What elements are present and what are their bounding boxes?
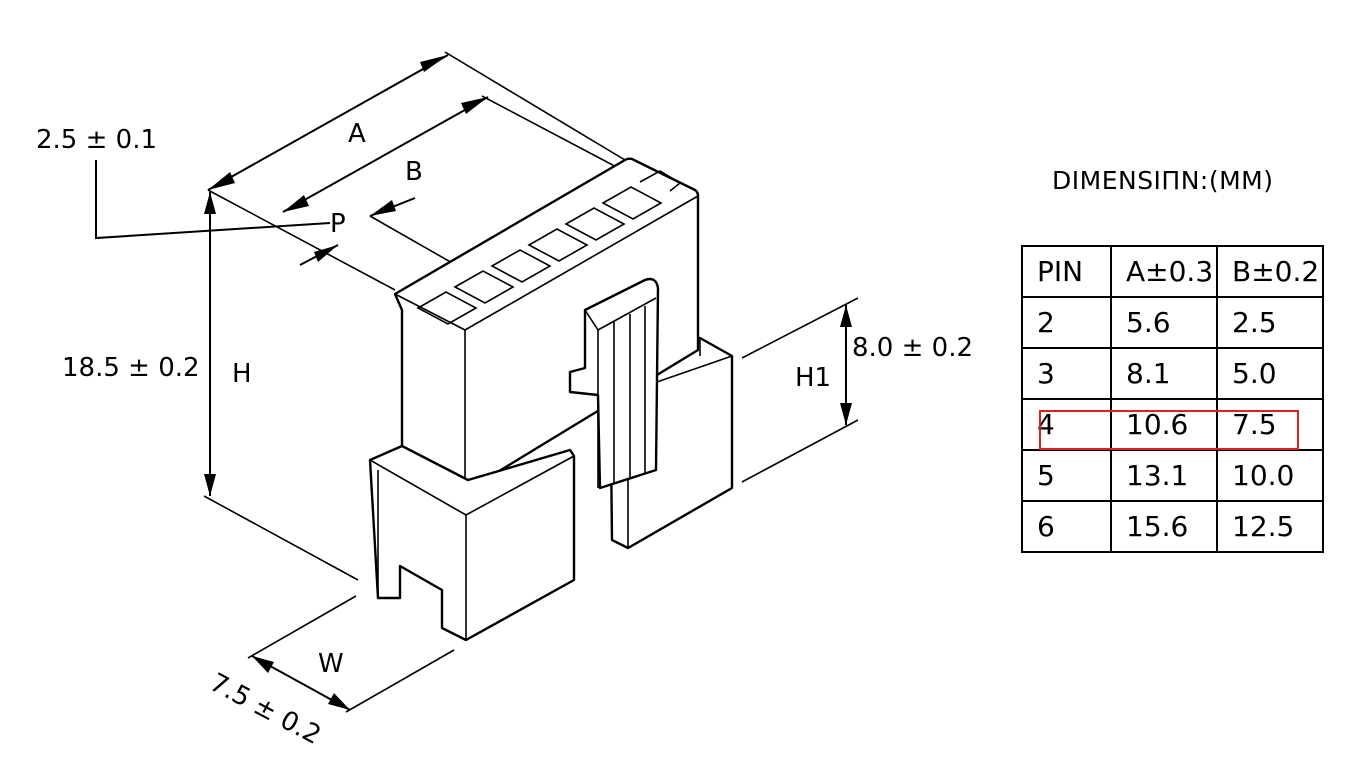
label-h1: H1: [795, 363, 831, 393]
label-w: W: [318, 649, 344, 679]
table-header-row: PIN A±0.3 B±0.2: [1021, 245, 1324, 298]
pin-cavities: [416, 170, 682, 325]
cell-pin: 6: [1021, 500, 1112, 553]
cell-pin: 2: [1021, 296, 1112, 349]
table-row: 5 13.1 10.0: [1021, 449, 1324, 502]
cell-b: 5.0: [1216, 347, 1324, 400]
cell-b: 7.5: [1216, 398, 1324, 451]
dimension-h: [203, 192, 359, 581]
cell-b: 2.5: [1216, 296, 1324, 349]
connector-body: [368, 157, 734, 642]
label-p: P: [330, 209, 346, 239]
cell-pin: 5: [1021, 449, 1112, 502]
table-row: 3 8.1 5.0: [1021, 347, 1324, 400]
cell-b: 12.5: [1216, 500, 1324, 553]
cell-b: 10.0: [1216, 449, 1324, 502]
dimension-b: [282, 95, 661, 213]
header-b: B±0.2: [1216, 245, 1324, 298]
label-h: H: [232, 359, 252, 389]
cell-a: 5.6: [1110, 296, 1218, 349]
dimension-w: [247, 595, 455, 713]
h1-dimension-label: 8.0 ± 0.2: [852, 333, 973, 363]
table-row: 2 5.6 2.5: [1021, 296, 1324, 349]
header-pin: PIN: [1021, 245, 1112, 298]
dimension-h1: [741, 297, 859, 483]
table-row: 6 15.6 12.5: [1021, 500, 1324, 553]
table-row: 4 10.6 7.5: [1021, 398, 1324, 451]
cell-a: 15.6: [1110, 500, 1218, 553]
header-a: A±0.3: [1110, 245, 1218, 298]
label-a: A: [348, 119, 366, 149]
dimension-a: [207, 51, 626, 291]
table-title: DIMENSIΠN:(MM): [1052, 166, 1274, 195]
cell-pin: 4: [1021, 398, 1112, 451]
label-b: B: [405, 157, 423, 187]
pitch-dimension-label: 2.5 ± 0.1: [36, 125, 157, 155]
height-dimension-label: 18.5 ± 0.2: [62, 353, 200, 383]
width-dimension-label: 7.5 ± 0.2: [205, 668, 326, 751]
cell-a: 13.1: [1110, 449, 1218, 502]
cell-pin: 3: [1021, 347, 1112, 400]
dimension-table: PIN A±0.3 B±0.2 2 5.6 2.5 3 8.1 5.0 4 10…: [1021, 245, 1324, 553]
cell-a: 8.1: [1110, 347, 1218, 400]
cell-a: 10.6: [1110, 398, 1218, 451]
